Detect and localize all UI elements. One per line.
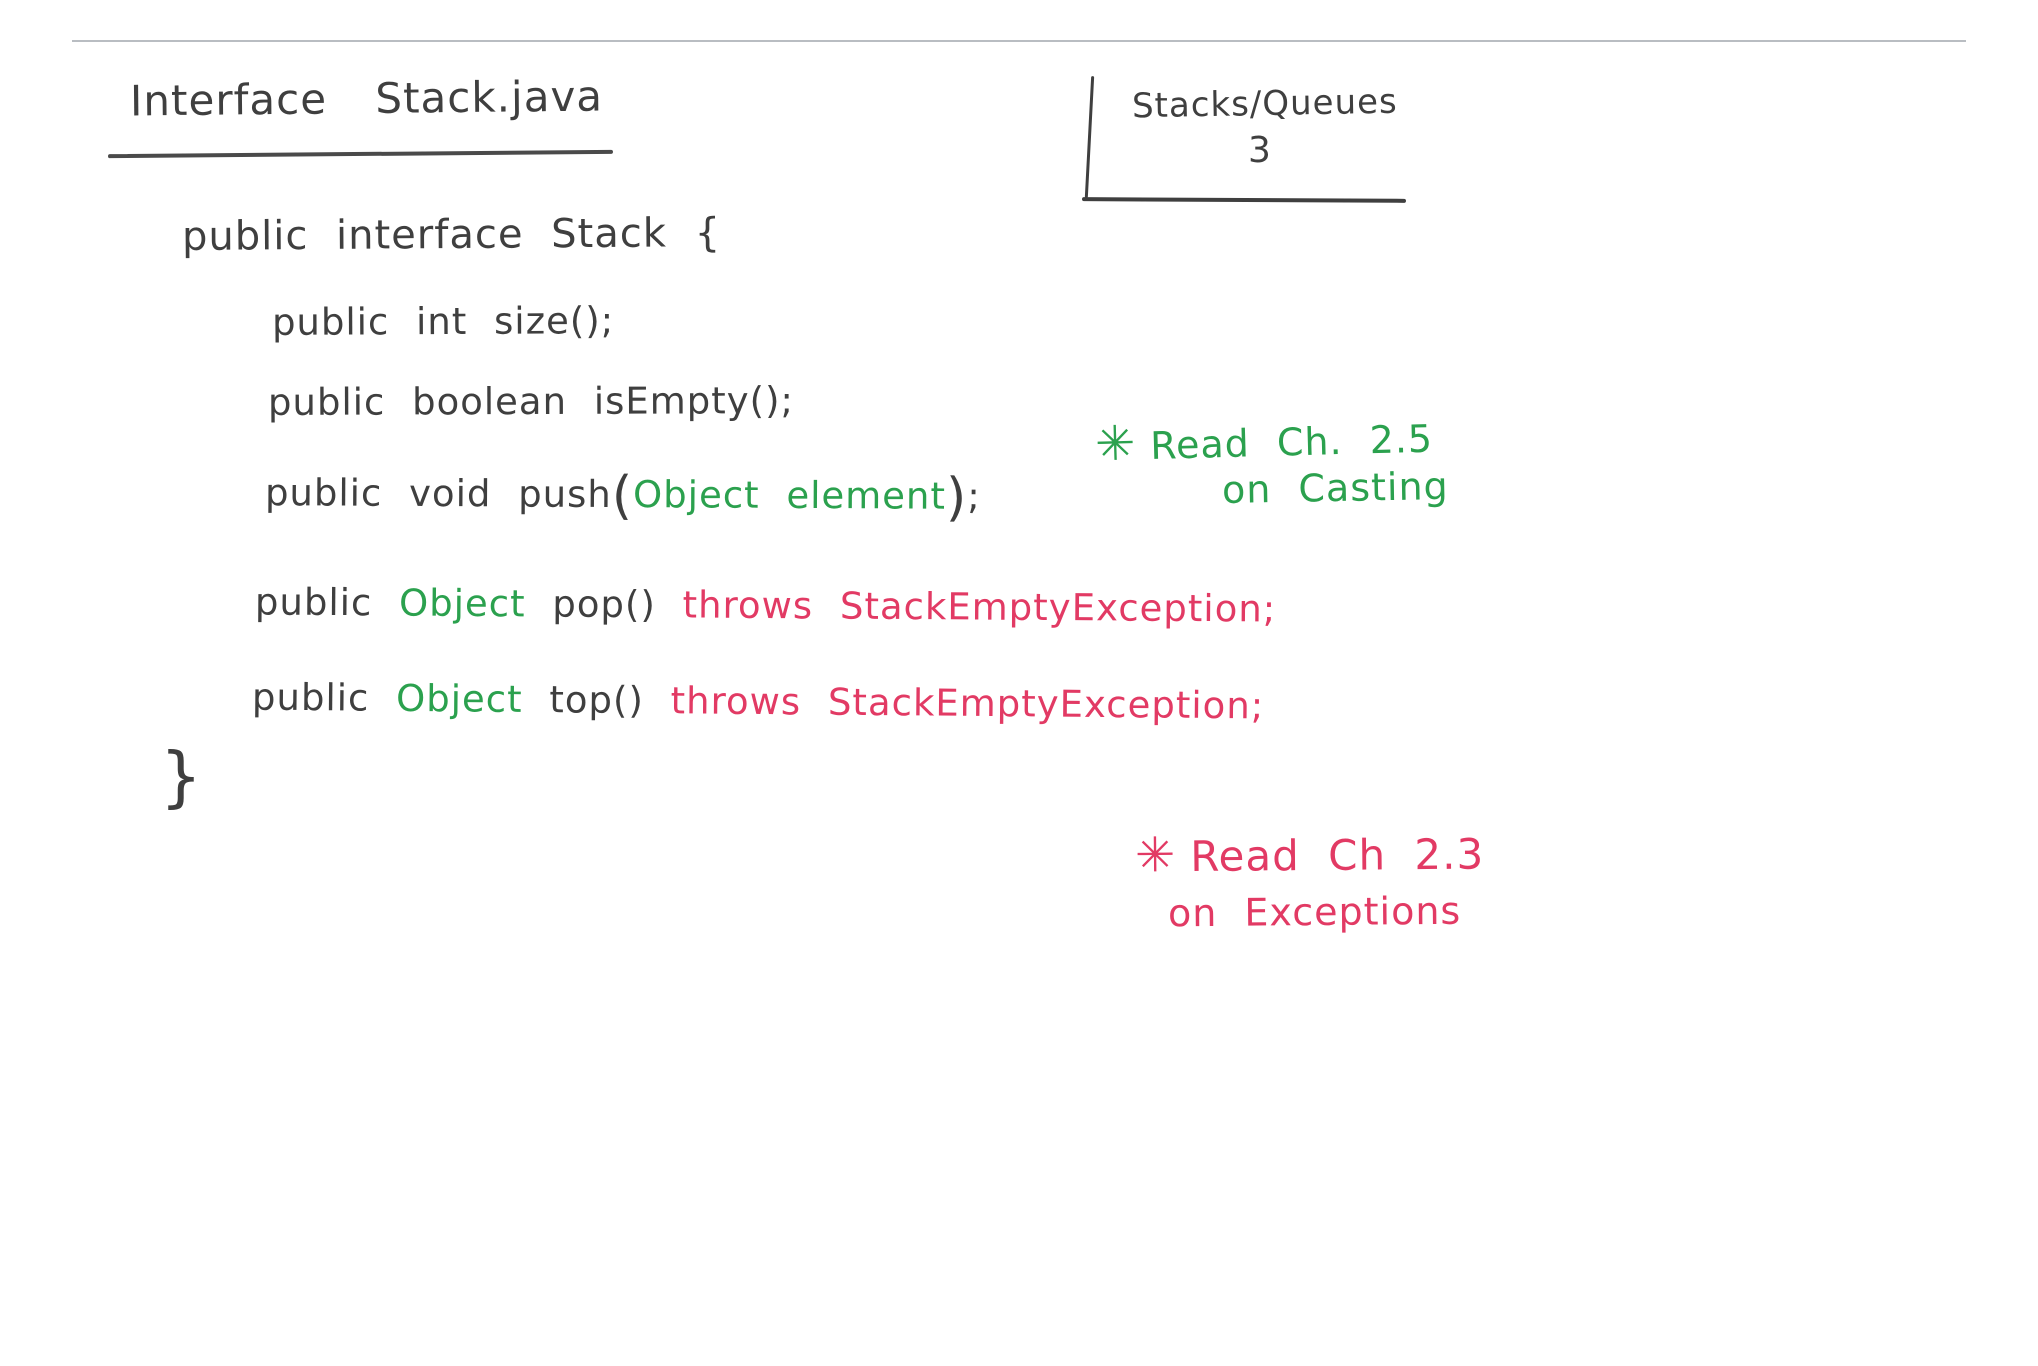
code-push-open-paren: ( <box>611 465 634 527</box>
code-top-return-type: Object <box>395 676 523 721</box>
code-line-top: public Object top() throws StackEmptyExc… <box>252 676 1265 728</box>
asterisk-icon: ✳ <box>1134 827 1177 884</box>
code-line-interface-open: public interface Stack { <box>181 210 722 260</box>
note-exceptions-text1: Read Ch 2.3 <box>1190 829 1485 882</box>
title-underline <box>107 149 614 159</box>
code-line-size: public int size(); <box>271 299 615 344</box>
code-pop-throws: throws StackEmptyException; <box>682 583 1277 631</box>
note-casting-line2: on Casting <box>1221 464 1450 512</box>
corner-topic-label: Stacks/Queues <box>1131 81 1399 127</box>
code-push-param: Object element <box>633 473 947 518</box>
code-line-pop: public Object pop() throws StackEmptyExc… <box>255 580 1277 630</box>
asterisk-icon: ✳ <box>1094 415 1137 473</box>
code-push-pre: public void push <box>264 471 612 516</box>
code-pop-pre: public <box>254 580 400 625</box>
code-pop-mid: pop() <box>525 582 683 627</box>
code-line-push: public void push(Object element); <box>265 464 981 528</box>
code-top-pre: public <box>251 675 397 720</box>
code-pop-return-type: Object <box>398 581 526 626</box>
code-push-semicolon: ; <box>967 474 981 518</box>
note-casting-text1: Read Ch. 2.5 <box>1149 416 1434 468</box>
code-top-throws: throws StackEmptyException; <box>670 679 1265 728</box>
page-top-edge-line <box>72 40 1966 42</box>
code-top-mid: top() <box>522 677 671 723</box>
note-exceptions-line2: on Exceptions <box>1167 888 1462 936</box>
note-exceptions-line1: ✳Read Ch 2.3 <box>1135 824 1485 883</box>
page-title: Interface Stack.java <box>129 71 604 126</box>
corner-vertical-line <box>1084 76 1095 198</box>
note-casting-line1: ✳Read Ch. 2.5 <box>1094 408 1434 473</box>
corner-page-number: 3 <box>1248 130 1272 171</box>
code-line-isempty: public boolean isEmpty(); <box>267 379 795 424</box>
corner-underline <box>1081 197 1407 203</box>
code-line-interface-close: } <box>160 738 203 815</box>
code-push-close-paren: ) <box>945 467 968 528</box>
